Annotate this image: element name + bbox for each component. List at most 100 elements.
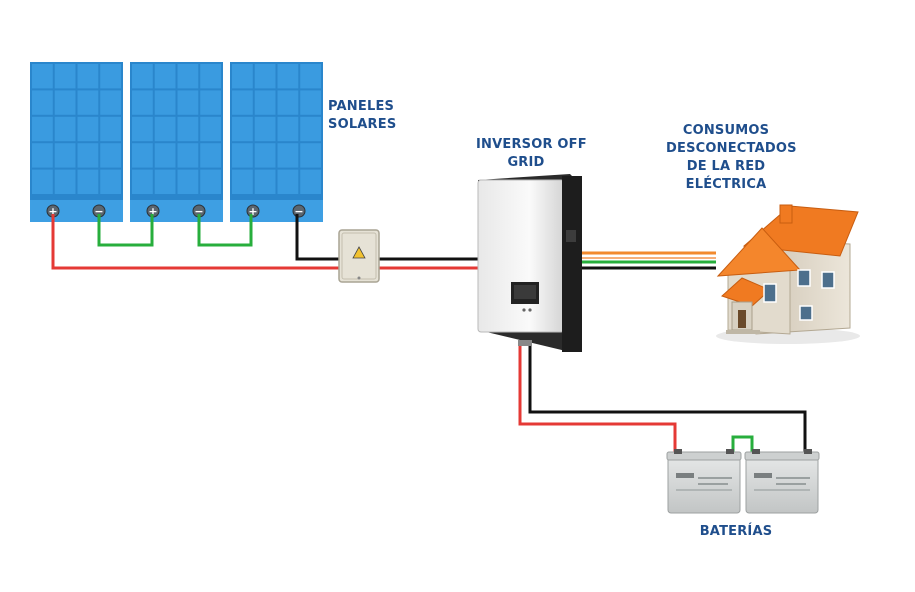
panel-negative-wire [295, 214, 340, 261]
panel-cell [32, 64, 53, 89]
solar-panels: +−+−+− [30, 62, 323, 222]
panel-cell [300, 169, 321, 194]
inverter-label-line-2: GRID [507, 155, 545, 170]
battery-2 [744, 449, 820, 514]
panel-wiring [51, 214, 480, 270]
panel-cell [132, 169, 153, 194]
panel-cell [54, 169, 76, 194]
battery-1 [666, 449, 742, 514]
panels-label-line-2: SOLARES [328, 117, 397, 132]
inverter-label-line-1: INVERSOR OFF [476, 137, 587, 152]
panel-cell [277, 143, 299, 168]
loads-label-line-3: DE LA RED [686, 159, 766, 174]
terminal-symbol: − [294, 205, 303, 218]
panel-cell [177, 143, 199, 168]
house [716, 204, 860, 344]
panel-cell [77, 143, 99, 168]
panel-cell [277, 169, 299, 194]
panel-cell [200, 143, 221, 168]
panel-cell [32, 143, 53, 168]
panel-cell [32, 116, 53, 142]
loads-label-line-1: CONSUMOS [682, 123, 770, 138]
panel-cell [254, 143, 276, 168]
bridge-wire-2 [197, 214, 253, 247]
batteries-label: BATERÍAS [699, 524, 773, 539]
panel-cell [277, 64, 299, 89]
solar-panel-1: +− [30, 62, 123, 222]
panel-cell [32, 169, 53, 194]
panel-cell [277, 116, 299, 142]
junction-box [338, 229, 380, 283]
panel-cell [232, 64, 253, 89]
panel-cell [300, 90, 321, 115]
terminal-symbol: + [248, 205, 257, 218]
terminal-symbol: + [48, 205, 57, 218]
panel-cell [277, 90, 299, 115]
loads-label: CONSUMOS DESCONECTADOS DE LA RED ELÉCTRI… [666, 122, 797, 194]
panel-cell [54, 116, 76, 142]
panel-cell [54, 143, 76, 168]
panel-cell [154, 169, 176, 194]
panel-cell [300, 143, 321, 168]
panel-cell [177, 116, 199, 142]
inverter-label: INVERSOR OFF GRID [476, 136, 587, 172]
loads-label-line-4: ELÉCTRICA [685, 177, 767, 192]
inverter-to-battery-positive [518, 346, 677, 455]
panel-cell [77, 116, 99, 142]
panel-cell [200, 64, 221, 89]
panel-cell [177, 64, 199, 89]
panel-cell [200, 90, 221, 115]
panel-cell [154, 64, 176, 89]
warning-icon [352, 246, 366, 259]
panel-cell [132, 116, 153, 142]
panel-cell [232, 143, 253, 168]
inverter [477, 174, 582, 352]
panel-cell [254, 90, 276, 115]
panel-cell [54, 90, 76, 115]
solar-panel-2: +− [130, 62, 223, 222]
panel-cell [254, 64, 276, 89]
terminal-symbol: − [194, 205, 203, 218]
terminal-symbol: − [94, 205, 103, 218]
panel-cell [254, 169, 276, 194]
panel-cell [177, 90, 199, 115]
panel-cell [154, 143, 176, 168]
panel-cell [132, 90, 153, 115]
panel-cell [54, 64, 76, 89]
panel-cell [77, 169, 99, 194]
panel-cell [154, 116, 176, 142]
panel-cell [32, 90, 53, 115]
battery-wiring [518, 346, 807, 455]
panel-positive-wire [51, 214, 340, 270]
panel-cell [300, 116, 321, 142]
panel-cell [177, 169, 199, 194]
batteries [666, 449, 820, 514]
bridge-wire-1 [97, 214, 154, 247]
panels-label: PANELES SOLARES [328, 98, 396, 134]
panel-cell [154, 90, 176, 115]
panel-cell [100, 169, 121, 194]
panel-cell [200, 116, 221, 142]
panels-label-line-1: PANELES [328, 99, 395, 114]
terminal-symbol: + [148, 205, 157, 218]
panel-cell [232, 169, 253, 194]
panel-cell [132, 64, 153, 89]
panel-cell [77, 64, 99, 89]
panel-cell [132, 143, 153, 168]
loads-label-line-2: DESCONECTADOS [666, 141, 797, 156]
panel-cell [232, 90, 253, 115]
panel-cell [77, 90, 99, 115]
panel-cell [100, 64, 121, 89]
inverter-to-battery-negative [528, 346, 807, 455]
panel-cell [300, 64, 321, 89]
panel-cell [254, 116, 276, 142]
solar-panel-3: +− [230, 62, 323, 222]
battery-bridge-wire [731, 435, 754, 455]
panel-cell [200, 169, 221, 194]
panel-cell [100, 116, 121, 142]
panel-cell [232, 116, 253, 142]
panel-cell [100, 90, 121, 115]
ac-output-wiring [582, 251, 716, 270]
panel-cell [100, 143, 121, 168]
